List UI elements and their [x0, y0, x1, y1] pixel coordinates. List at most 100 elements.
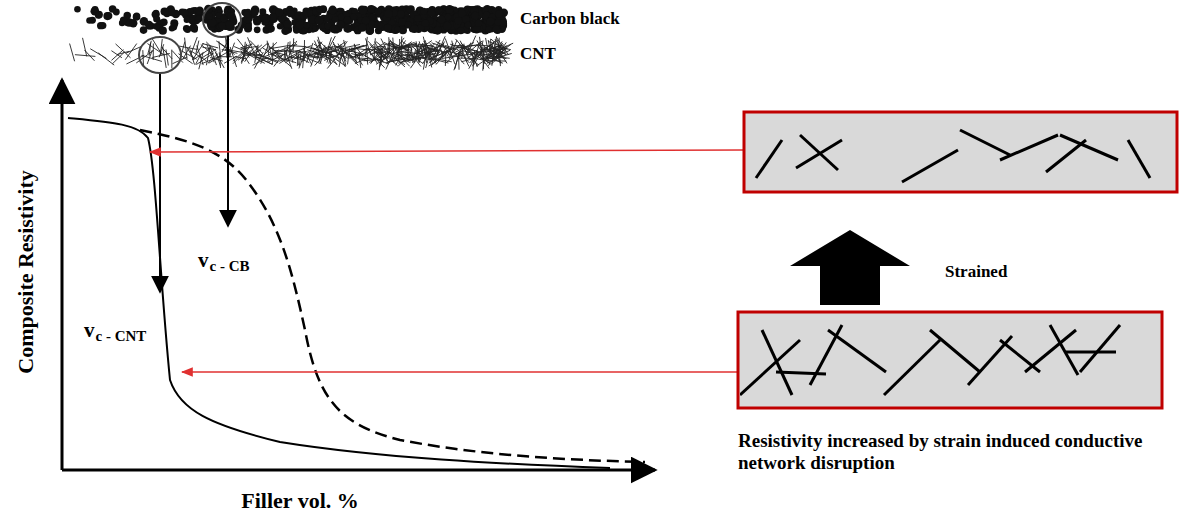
- cnt-fiber: [441, 46, 456, 50]
- cnt-fiber: [215, 52, 224, 68]
- band-label: Carbon black: [520, 9, 620, 29]
- carbon-black-particle: [195, 7, 203, 15]
- carbon-black-particle: [471, 12, 479, 20]
- carbon-black-particle: [145, 21, 153, 29]
- cnt-fiber: [202, 47, 215, 50]
- carbon-black-particle: [268, 25, 275, 32]
- cnt-fiber: [487, 49, 501, 57]
- carbon-black-particle: [109, 5, 117, 13]
- cnt-fiber: [394, 47, 400, 61]
- carbon-black-particle: [367, 5, 375, 13]
- carbon-black-particle: [262, 15, 271, 24]
- carbon-black-particle: [344, 16, 351, 23]
- cnt-fiber: [274, 50, 293, 52]
- carbon-black-particle: [181, 9, 189, 17]
- carbon-black-particle: [206, 13, 213, 20]
- cnt-fiber: [111, 51, 121, 58]
- carbon-black-particle: [445, 14, 452, 21]
- cnt-fiber: [303, 48, 312, 65]
- cnt-fiber: [302, 50, 310, 62]
- carbon-black-particle: [219, 22, 226, 29]
- cnt-fiber: [70, 44, 75, 62]
- cnt-fiber: [492, 53, 512, 59]
- carbon-black-particle: [103, 12, 111, 20]
- cnt-fiber: [431, 45, 439, 62]
- carbon-black-particle: [374, 21, 382, 29]
- carbon-black-particle: [495, 10, 503, 18]
- threshold-arrow: [227, 36, 229, 226]
- carbon-black-particle: [159, 27, 167, 35]
- carbon-black-particle: [275, 8, 283, 16]
- carbon-black-particle: [287, 10, 294, 17]
- carbon-black-particle: [369, 14, 376, 21]
- carbon-black-particle: [284, 20, 292, 28]
- x-axis: [62, 469, 655, 472]
- carbon-black-particle: [485, 26, 492, 33]
- cnt-fiber: [461, 59, 473, 62]
- pointer-arrow: [182, 371, 738, 373]
- carbon-black-particle: [332, 26, 340, 34]
- carbon-black-particle: [375, 8, 382, 15]
- carbon-black-particle: [153, 16, 160, 23]
- carbon-black-particle: [358, 24, 366, 32]
- carbon-black-particle: [438, 16, 446, 24]
- carbon-black-particle: [422, 20, 429, 27]
- cnt-fiber: [90, 49, 106, 59]
- cnt-fiber: [199, 52, 203, 69]
- carbon-black-particle: [251, 8, 259, 16]
- cnt-fiber: [455, 39, 468, 54]
- cnt-fiber: [179, 46, 198, 49]
- cnt-fiber: [269, 46, 281, 56]
- cnt-fiber: [381, 52, 386, 63]
- cnt-fiber: [401, 36, 403, 53]
- carbon-black-particle: [359, 7, 367, 15]
- cnt-fiber: [393, 46, 412, 50]
- cnt-fiber: [254, 56, 272, 64]
- carbon-black-particle: [315, 16, 324, 25]
- highlight-circle: [139, 37, 181, 73]
- threshold-subscript: c - CNT: [96, 328, 147, 345]
- cnt-fiber: [467, 36, 476, 56]
- cnt-fiber: [462, 44, 464, 59]
- cnt-fiber: [166, 49, 168, 65]
- cnt-fiber: [125, 44, 137, 60]
- carbon-black-particle: [410, 25, 418, 33]
- cnt-fiber: [408, 49, 412, 61]
- threshold-symbol: v: [198, 248, 209, 272]
- sparse-network: [756, 130, 1150, 182]
- axis-title: Composite Resistivity: [13, 170, 38, 373]
- cnt-fiber: [426, 47, 439, 52]
- cnt-fiber: [75, 55, 95, 57]
- carbon-black-particle: [120, 16, 127, 23]
- threshold-subscript: c - CB: [210, 258, 250, 275]
- cnt-fiber: [190, 49, 195, 64]
- carbon-black-particle: [243, 12, 249, 18]
- carbon-black-particle: [129, 19, 137, 27]
- carbon-black-particle: [220, 15, 227, 22]
- carbon-black-particle: [428, 9, 436, 17]
- dense-network: [740, 325, 1120, 395]
- carbon-black-particle: [189, 23, 198, 32]
- filler-bands: [70, 5, 514, 71]
- cnt-fiber: [454, 50, 461, 70]
- carbon-black-particle: [457, 27, 464, 34]
- carbon-black-particle: [420, 8, 427, 15]
- cnt-fiber: [447, 43, 453, 56]
- cnt-fiber: [257, 55, 278, 61]
- carbon-black-particle: [487, 17, 494, 24]
- carbon-black-particle: [465, 22, 472, 29]
- unstrained-network-box: [738, 312, 1162, 408]
- cnt-fiber: [295, 51, 308, 52]
- cnt-fiber: [222, 50, 238, 54]
- cnt-fiber: [344, 40, 347, 57]
- carbon-black-particle: [435, 6, 442, 13]
- carbon-black-particle: [134, 14, 140, 20]
- carbon-black-particle: [433, 26, 441, 34]
- cnt-fiber: [364, 49, 383, 50]
- cnt-fiber: [285, 59, 296, 63]
- carbon-black-particle: [397, 10, 405, 18]
- cnt-fiber: [371, 50, 385, 62]
- carbon-black-particle: [89, 17, 96, 24]
- threshold-arrow: [159, 74, 161, 292]
- cnt-fiber: [288, 56, 305, 60]
